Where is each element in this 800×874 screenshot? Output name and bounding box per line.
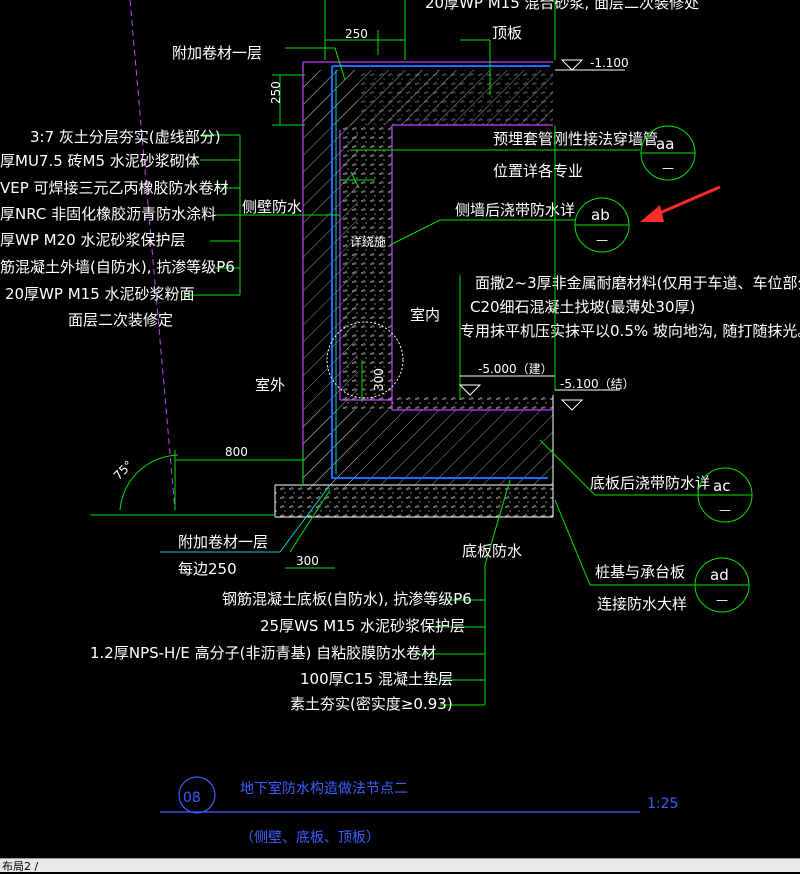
floor-finish-2: C20细石混凝土找坡(最薄处30厚) <box>470 298 695 316</box>
left-layer-5: 厚WP M20 水泥砂浆保护层 <box>0 231 185 249</box>
dim-300: 300 <box>296 554 319 568</box>
joint-detail-label: 详绕施 <box>350 234 386 249</box>
left-layer-2: 厚MU7.5 砖M5 水泥砂浆砌体 <box>0 152 200 170</box>
title-block <box>160 776 640 814</box>
callout-aa-bottom: — <box>662 161 674 175</box>
callout-ab[interactable]: ab — <box>574 197 630 253</box>
floor-finish-1: 面撒2~3厚非金属耐磨材料(仅用于车道、车位部分) <box>475 274 800 292</box>
pipe-note-2: 位置详各专业 <box>493 162 583 180</box>
callout-ab-bottom: — <box>596 233 608 247</box>
top-cut-text: 20厚WP M15 混合砂浆, 面层二次装修处 <box>425 0 699 12</box>
title-number: 08 <box>183 790 201 806</box>
slope-line <box>129 0 176 511</box>
callout-ac-bottom: — <box>719 503 731 517</box>
level-floor-build: -5.000（建） <box>478 362 553 376</box>
callout-ad[interactable]: ad — <box>694 557 750 613</box>
angle-75 <box>90 454 275 516</box>
left-layer-leaders <box>185 134 340 296</box>
side-wall-wp-label: 侧壁防水 <box>242 198 302 216</box>
level-floor-struct: -5.100（结） <box>560 377 635 391</box>
layout-tab-bar[interactable]: 布局2 / <box>0 858 800 873</box>
dimension-800 <box>174 450 305 510</box>
extra-membrane-bottom-leader <box>160 484 331 553</box>
level-marker-top <box>555 59 625 71</box>
layout-tab[interactable]: 布局2 / <box>2 860 39 873</box>
dim-300-vertical: 300 <box>372 368 386 391</box>
floor-pour-strip-label: 底板后浇带防水详 <box>590 474 710 492</box>
dim-800: 800 <box>225 445 248 459</box>
dimension-250-left <box>272 74 305 126</box>
floor-wp-label: 底板防水 <box>462 542 522 560</box>
left-layer-7: 20厚WP M15 水泥砂浆粉面 <box>5 285 195 303</box>
callout-ac[interactable]: ac — <box>697 467 753 523</box>
title-scale: 1:25 <box>647 796 678 812</box>
bottom-layer-3: 1.2厚NPS-H/E 高分子(非沥青基) 自粘胶膜防水卷材 <box>90 644 436 662</box>
callout-ad-top: ad <box>710 566 729 584</box>
title-sub: （侧壁、底板、顶板） <box>240 830 380 846</box>
wall-pour-strip-label: 侧墙后浇带防水详 <box>455 201 575 219</box>
dim-250-top: 250 <box>345 27 368 41</box>
left-layer-3: VEP 可焊接三元乙丙橡胶防水卷材 <box>0 179 229 197</box>
level-top-text: -1.100 <box>590 56 629 70</box>
floor-finish-3: 专用抹平机压实抹平以0.5% 坡向地沟, 随打随抹光。 <box>460 322 800 340</box>
extra-membrane-bottom-label-2: 每边250 <box>178 560 237 578</box>
pipe-note-1: 预埋套管刚性接法穿墙管 <box>493 130 658 148</box>
extra-membrane-bottom-label: 附加卷材一层 <box>178 533 268 551</box>
indoor-label: 室内 <box>410 306 440 324</box>
pile-note-1: 桩基与承台板 <box>595 563 685 581</box>
level-markers-floor <box>458 375 620 411</box>
dimension-250-top <box>324 30 405 55</box>
dim-250-left: 250 <box>269 81 283 104</box>
left-layer-1: 3:7 灰土分层夯实(虚线部分) <box>30 128 221 146</box>
callout-ac-top: ac <box>713 477 730 495</box>
outdoor-label: 室外 <box>255 376 285 394</box>
floor-wp-leaders <box>410 479 511 706</box>
left-layer-6: 筋混凝土外墙(自防水), 抗渗等级P6 <box>0 258 235 276</box>
roof-slab-label: 顶板 <box>492 24 522 42</box>
title-name: 地下室防水构造做法节点二 <box>240 780 408 797</box>
callout-aa-top: aa <box>656 135 674 153</box>
callout-ad-bottom: — <box>716 593 728 607</box>
callout-ab-top: ab <box>591 206 610 224</box>
left-layer-8: 面层二次装修定 <box>68 311 173 329</box>
bottom-layer-1: 钢筋混凝土底板(自防水), 抗渗等级P6 <box>222 590 472 608</box>
left-layer-4: 厚NRC 非固化橡胶沥青防水涂料 <box>0 205 216 223</box>
wall-structure <box>274 61 554 518</box>
bottom-layer-5: 素土夯实(密实度≥0.93) <box>290 695 453 713</box>
callout-aa[interactable]: aa — <box>640 125 696 181</box>
extra-membrane-top-label: 附加卷材一层 <box>172 44 262 62</box>
bottom-layer-2: 25厚WS M15 水泥砂浆保护层 <box>260 617 465 635</box>
pile-note-2: 连接防水大样 <box>597 595 687 613</box>
bottom-layer-4: 100厚C15 混凝土垫层 <box>300 670 453 688</box>
red-arrow-annotation <box>640 185 721 222</box>
